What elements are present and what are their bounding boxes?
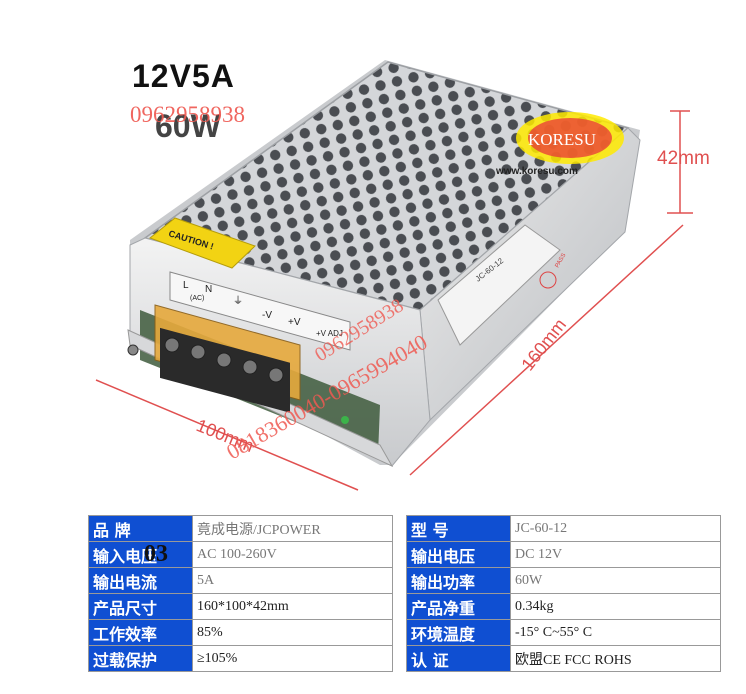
spec-value-input-voltage: AC 100-260V bbox=[192, 541, 393, 568]
koresu-logo-text: KORESU bbox=[528, 130, 596, 149]
table-row: 输入电压 AC 100-260V 输出电压 DC 12V bbox=[88, 541, 721, 568]
terminal-label-ac: (AC) bbox=[190, 295, 204, 302]
model-sticker: JC-60-12 PASS bbox=[437, 224, 568, 346]
spec-label-weight: 产品净重 bbox=[406, 593, 511, 620]
spec-label-size: 产品尺寸 bbox=[88, 593, 193, 620]
terminal-label-adj: +V ADJ bbox=[316, 329, 343, 338]
spec-value-output-current: 5A bbox=[192, 567, 393, 594]
product-title-power: 60W bbox=[155, 108, 221, 144]
table-row: 过载保护 ≥105% 认 证 欧盟CE FCC ROHS bbox=[88, 645, 721, 672]
spec-value-weight: 0.34kg bbox=[510, 593, 721, 620]
spec-label-output-current: 输出电流 bbox=[88, 567, 193, 594]
dimension-height: 42mm bbox=[657, 148, 710, 169]
spec-value-brand: 竟成电源/JCPOWER bbox=[192, 515, 393, 542]
spec-label-overload: 过载保护 bbox=[88, 645, 193, 672]
terminal-label-n: N bbox=[205, 284, 212, 295]
spec-value-model: JC-60-12 bbox=[510, 515, 721, 542]
table-row: 品 牌 竟成电源/JCPOWER 型 号 JC-60-12 bbox=[88, 515, 721, 542]
spec-value-size: 160*100*42mm bbox=[192, 593, 393, 620]
spec-value-output-power: 60W bbox=[510, 567, 721, 594]
spec-label-output-voltage: 输出电压 bbox=[406, 541, 511, 568]
terminal-label-minus-v: -V bbox=[262, 310, 272, 321]
spec-table: 品 牌 竟成电源/JCPOWER 型 号 JC-60-12 输入电压 AC 10… bbox=[88, 515, 721, 672]
spec-value-certification: 欧盟CE FCC ROHS bbox=[510, 645, 721, 672]
overlay-number: 03 bbox=[144, 541, 168, 567]
spec-label-efficiency: 工作效率 bbox=[88, 619, 193, 646]
table-row: 产品尺寸 160*100*42mm 产品净重 0.34kg bbox=[88, 593, 721, 620]
product-photo: CAUTION ! L N (AC) ⏚ -V +V +V ADJ JC-60-… bbox=[95, 60, 693, 491]
spec-label-certification: 认 证 bbox=[406, 645, 511, 672]
terminal-label-l: L bbox=[183, 280, 189, 291]
dimension-lines bbox=[95, 110, 693, 491]
spec-label-brand: 品 牌 bbox=[88, 515, 193, 542]
table-row: 输出电流 5A 输出功率 60W bbox=[88, 567, 721, 594]
spec-label-temperature: 环境温度 bbox=[406, 619, 511, 646]
spec-label-output-power: 输出功率 bbox=[406, 567, 511, 594]
terminal-block bbox=[127, 304, 349, 424]
spec-label-model: 型 号 bbox=[406, 515, 511, 542]
terminal-label-plus-v: +V bbox=[288, 317, 301, 328]
phone-watermark-top: 0962958938 bbox=[130, 102, 245, 127]
spec-value-efficiency: 85% bbox=[192, 619, 393, 646]
spec-label-input-voltage: 输入电压 bbox=[88, 541, 193, 568]
terminal-label-ground: ⏚ bbox=[233, 295, 243, 307]
spec-value-overload: ≥105% bbox=[192, 645, 393, 672]
spec-value-output-voltage: DC 12V bbox=[510, 541, 721, 568]
koresu-logo: KORESU bbox=[516, 112, 624, 164]
product-title-model: 12V5A bbox=[132, 58, 235, 94]
caution-sticker: CAUTION ! bbox=[148, 217, 256, 269]
spec-value-temperature: -15° C~55° C bbox=[510, 619, 721, 646]
website-text: www.koresu.com bbox=[496, 166, 578, 177]
table-row: 工作效率 85% 环境温度 -15° C~55° C bbox=[88, 619, 721, 646]
terminal-label-plate: L N (AC) ⏚ -V +V +V ADJ bbox=[169, 271, 351, 351]
